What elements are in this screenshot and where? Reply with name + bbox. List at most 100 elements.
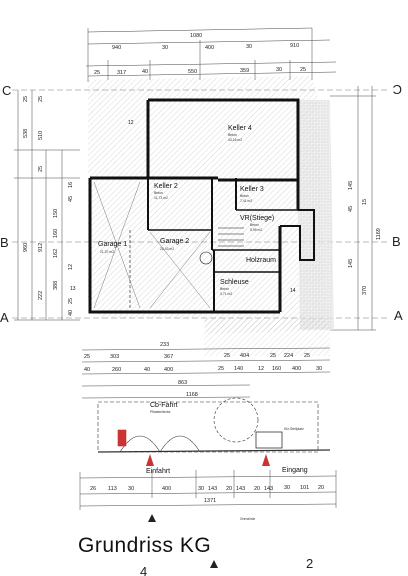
room-floor-vr: Beton xyxy=(250,223,259,227)
garage-fall-lines xyxy=(93,181,211,309)
dim-label: 140 xyxy=(234,366,243,372)
dim-row2: 940 30 400 30 910 xyxy=(112,43,299,51)
dim-label: 101 xyxy=(300,485,309,491)
dim-label: 143 xyxy=(264,486,273,492)
dim-label: 317 xyxy=(117,70,126,76)
room-floor-keller2: Beton xyxy=(154,191,163,195)
dim-label: 940 xyxy=(112,45,121,51)
dim-label: 25 xyxy=(270,353,276,359)
middle-dimension-chain xyxy=(81,347,331,399)
room-area-vr: 5,95 m2 xyxy=(250,228,262,232)
dim-label: 912 xyxy=(38,243,44,252)
dim-label: 30 xyxy=(246,44,252,50)
dim-label: 400 xyxy=(292,366,301,372)
dim-label: 20 xyxy=(318,485,324,491)
dim-label: 40 xyxy=(84,367,90,373)
note-12: 12 xyxy=(128,120,134,126)
dim-label: 162 xyxy=(53,249,59,258)
dim-label: 20 xyxy=(254,486,260,492)
building-walls xyxy=(88,98,315,314)
bottom-dimension-chain xyxy=(79,470,337,510)
dim-row3: 25 317 40 550 359 30 25 xyxy=(94,67,306,76)
forecourt xyxy=(97,397,331,453)
room-area-keller4: 43,16 m2 xyxy=(228,138,242,142)
note-grenzlinie: Grenzlinie xyxy=(240,517,255,521)
dim-label: 400 xyxy=(205,45,214,51)
dim-label: 45 xyxy=(348,206,354,212)
dim-label: 145 xyxy=(348,181,354,190)
dim-label: 25 xyxy=(218,366,224,372)
dim-label: 160 xyxy=(272,366,281,372)
dim-label: 40 xyxy=(144,367,150,373)
dim-label: 388 xyxy=(53,281,59,290)
dim-label: 113 xyxy=(108,486,117,492)
dim-label: 16 xyxy=(68,182,74,188)
dim-label: 25 xyxy=(224,353,230,359)
dim-label: 370 xyxy=(362,286,368,295)
right-dims: 1169 370 15 145 145 45 xyxy=(348,181,382,295)
room-name-garage1: Garage 1 xyxy=(98,241,127,248)
dim-label: 160 xyxy=(53,229,59,238)
room-floor-schleuse: Beton xyxy=(220,287,229,291)
room-area-schleuse: 3,71 m2 xyxy=(220,292,232,296)
dim-label: 550 xyxy=(188,69,197,75)
dim-label: 30 xyxy=(162,45,168,51)
dim-label: 25 xyxy=(304,353,310,359)
dim-label: 26 xyxy=(90,486,96,492)
dim-label: 143 xyxy=(236,486,245,492)
room-area-garage1: 21,57 m2 xyxy=(100,250,114,254)
grid-letter-c-right: C xyxy=(393,82,402,97)
dim-label: 30 xyxy=(316,366,322,372)
grid-number-4: 4 xyxy=(140,564,147,576)
dim-label: 30 xyxy=(128,486,134,492)
dim-label: 25 xyxy=(23,96,29,102)
dim-label: 25 xyxy=(300,67,306,73)
dim-label: 20 xyxy=(226,486,232,492)
entrance-markers xyxy=(146,454,270,466)
dims-mid-row2: 40 260 40 400 25 140 12 160 400 30 xyxy=(84,366,322,373)
dim-label: 303 xyxy=(110,354,119,360)
dim-label: 30 xyxy=(198,486,204,492)
dim-label: 359 xyxy=(240,68,249,74)
dim-label: 510 xyxy=(38,131,44,140)
dim-label: 224 xyxy=(284,353,293,359)
dim-label: 400 xyxy=(164,367,173,373)
dim-label: 30 xyxy=(276,67,282,73)
room-name-schleuse: Schleuse xyxy=(220,279,249,286)
note-kfz: Kfz-Stellplatz xyxy=(284,427,304,431)
grid-letter-c-left: C xyxy=(2,83,11,98)
dim-label: 367 xyxy=(164,354,173,360)
note-13: 13 xyxy=(70,286,76,292)
left-dimension-chain xyxy=(14,90,80,321)
room-name-keller4: Keller 4 xyxy=(228,125,252,132)
room-name-keller3: Keller 3 xyxy=(240,186,264,193)
drawing-title: Grundriss KG xyxy=(78,534,212,557)
dim-label: 400 xyxy=(162,486,171,492)
dim-label: 15 xyxy=(362,199,368,205)
room-floor-keller3: Beton xyxy=(240,194,249,198)
room-name-garage2: Garage 2 xyxy=(160,238,189,245)
dim-label: 25 xyxy=(94,70,100,76)
carport-name: Cb-Fahrt xyxy=(150,402,178,409)
dim-863: 863 xyxy=(178,380,187,386)
dim-label: 30 xyxy=(284,485,290,491)
grid-letter-b-right: B xyxy=(392,234,401,249)
dim-label: 25 xyxy=(38,166,44,172)
dim-label: 45 xyxy=(68,196,74,202)
bottom-grid-markers: 4 2 xyxy=(140,514,313,576)
dim-label: 404 xyxy=(240,353,249,359)
room-floor-keller4: Beton xyxy=(228,133,237,137)
note-14: 14 xyxy=(290,288,296,294)
grid-letter-a-left: A xyxy=(0,310,9,325)
dim-label: 538 xyxy=(23,129,29,138)
dim-label: 12 xyxy=(258,366,264,372)
dim-label: 150 xyxy=(53,209,59,218)
dim-label: 260 xyxy=(112,367,121,373)
dim-1168: 1168 xyxy=(186,392,198,398)
room-name-vr: VR(Stiege) xyxy=(240,215,274,222)
left-dims: 25 538 25 510 25 960 912 150 160 162 12 … xyxy=(23,96,74,316)
grid-letter-a-right: A xyxy=(394,308,403,323)
dim-label: 25 xyxy=(84,354,90,360)
carport-sub: Pflasterdecke xyxy=(150,410,171,414)
